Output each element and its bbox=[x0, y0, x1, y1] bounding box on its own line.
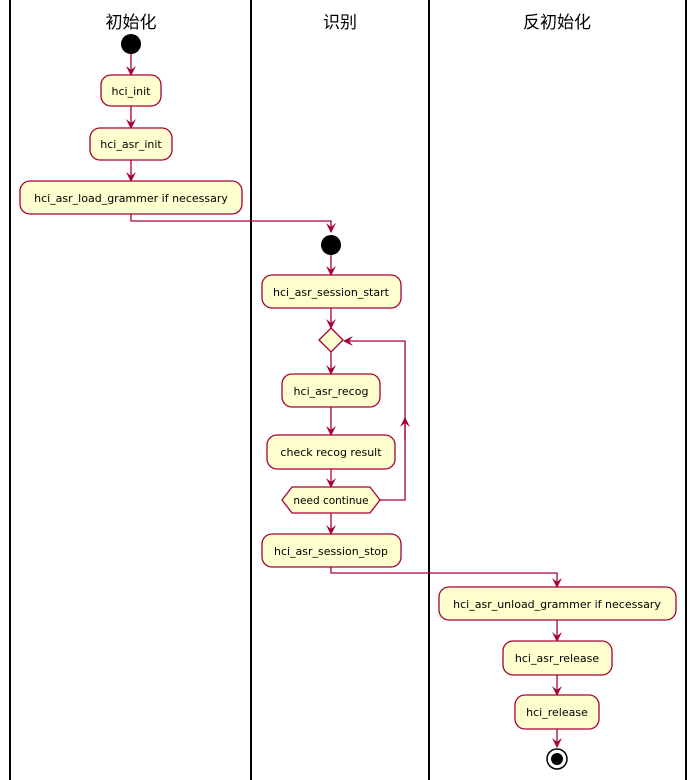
start-node-recog bbox=[321, 235, 341, 255]
decision-need-continue: need continue bbox=[281, 486, 381, 514]
node-label: hci_asr_session_stop bbox=[274, 545, 388, 558]
arrow-load-to-recog-start bbox=[130, 214, 336, 233]
node-label: hci_asr_init bbox=[100, 138, 162, 151]
node-hci-asr-init: hci_asr_init bbox=[89, 127, 173, 161]
connectors bbox=[126, 54, 562, 748]
lane-title-init: 初始化 bbox=[106, 13, 157, 33]
start-node-init bbox=[121, 34, 141, 54]
node-label: check recog result bbox=[280, 446, 382, 459]
node-unload-grammer: hci_asr_unload_grammer if necessary bbox=[438, 586, 677, 621]
lane-title-deinit: 反初始化 bbox=[523, 13, 591, 33]
node-label: hci_asr_recog bbox=[294, 385, 369, 398]
node-recog: hci_asr_recog bbox=[281, 373, 381, 408]
arrow-stop-to-unload bbox=[330, 567, 562, 588]
node-label: hci_release bbox=[526, 706, 588, 719]
end-node bbox=[546, 748, 568, 770]
node-session-start: hci_asr_session_start bbox=[261, 274, 402, 309]
decision-label: need continue bbox=[293, 495, 368, 507]
node-load-grammer: hci_asr_load_grammer if necessary bbox=[19, 180, 243, 215]
node-label: hci_asr_load_grammer if necessary bbox=[34, 192, 228, 205]
merge-diamond bbox=[318, 327, 344, 353]
node-label: hci_asr_release bbox=[515, 652, 599, 665]
lane-title-recog: 识别 bbox=[323, 13, 357, 33]
node-hci-init: hci_init bbox=[100, 74, 162, 107]
node-asr-release: hci_asr_release bbox=[502, 640, 613, 676]
arrow-loop-back bbox=[343, 336, 406, 501]
swimlane-dividers bbox=[9, 0, 687, 780]
node-check-result: check recog result bbox=[266, 434, 396, 470]
node-session-stop: hci_asr_session_stop bbox=[261, 533, 402, 568]
node-hci-release: hci_release bbox=[514, 694, 600, 730]
node-label: hci_init bbox=[112, 85, 152, 98]
node-label: hci_asr_unload_grammer if necessary bbox=[453, 598, 661, 611]
node-label: hci_asr_session_start bbox=[273, 286, 390, 299]
